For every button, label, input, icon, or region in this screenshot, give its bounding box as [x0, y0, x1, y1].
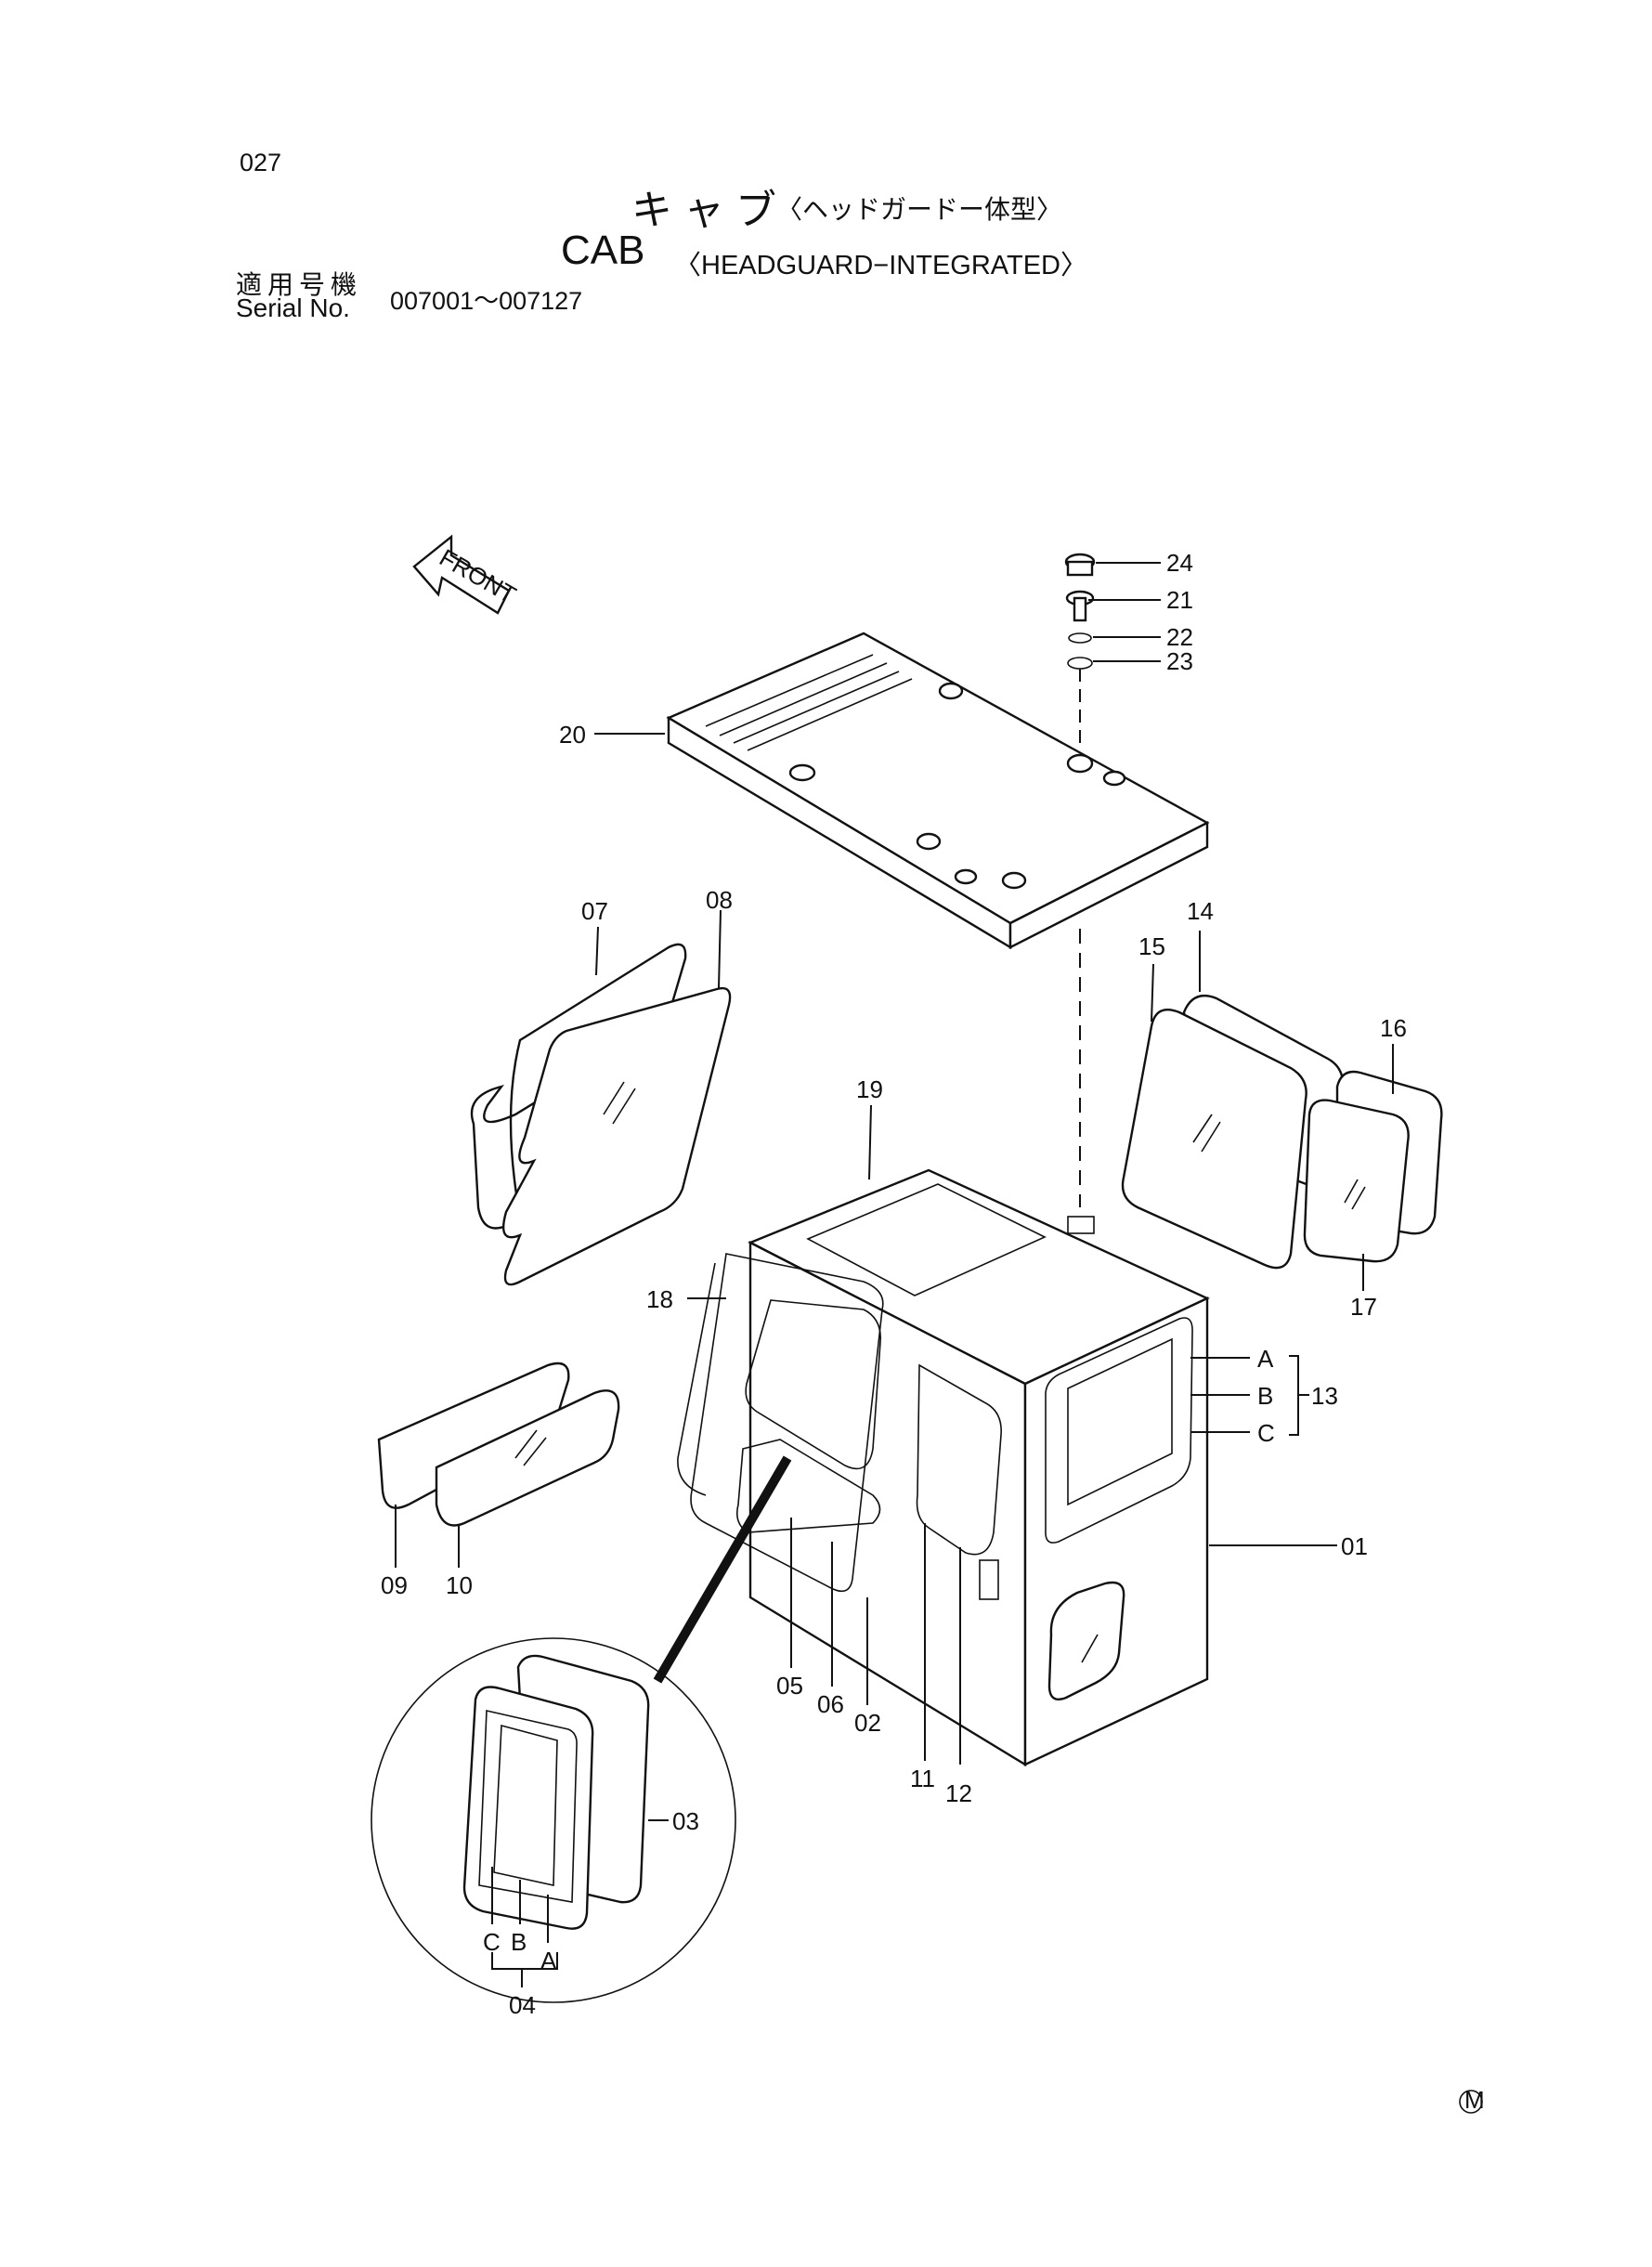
callout-03: 03	[672, 1807, 699, 1835]
serial-label-en: Serial No.	[236, 293, 350, 322]
cab-body	[677, 1168, 1210, 1767]
svg-text:M: M	[1464, 2086, 1485, 2114]
serial-label-jp: 適用号機	[236, 270, 363, 299]
callout-16: 16	[1380, 1014, 1407, 1042]
callout-15: 15	[1138, 932, 1165, 960]
title-jp-sub: 〈ヘッドガードー体型〉	[776, 195, 1063, 224]
callout-detail-B: B	[511, 1928, 527, 1956]
title-en-main: CAB	[561, 228, 645, 273]
front-arrow: FRONT	[412, 534, 521, 615]
callout-09: 09	[381, 1571, 408, 1599]
roof-panel	[666, 632, 1210, 1207]
callout-01: 01	[1341, 1532, 1368, 1560]
callout-18: 18	[646, 1285, 673, 1313]
callout-23: 23	[1166, 647, 1193, 675]
small-window-16-17	[1303, 1070, 1443, 1263]
title-jp-main: キャブ	[631, 188, 787, 233]
callout-14: 14	[1187, 897, 1214, 925]
callout-17: 17	[1350, 1293, 1377, 1321]
side-window-07-08	[470, 943, 732, 1286]
leader-lines	[395, 562, 1394, 1987]
callout-20: 20	[559, 721, 586, 749]
callout-06: 06	[817, 1690, 844, 1718]
title-en-sub: 〈HEADGUARD−INTEGRATED〉	[674, 251, 1087, 280]
callout-02: 02	[854, 1709, 881, 1737]
callout-B: B	[1257, 1382, 1273, 1410]
callout-13: 13	[1311, 1382, 1338, 1410]
callout-07: 07	[581, 897, 608, 925]
callout-10: 10	[446, 1571, 473, 1599]
rear-window-14-15	[1121, 994, 1345, 1270]
roof-fasteners	[1064, 553, 1096, 750]
callout-24: 24	[1166, 549, 1193, 577]
callout-11: 11	[910, 1765, 935, 1792]
callout-C: C	[1257, 1419, 1275, 1447]
door-window-detail	[371, 1455, 792, 2003]
callout-A: A	[1257, 1345, 1274, 1373]
front-lower-window-09-10	[377, 1362, 620, 1527]
callout-22: 22	[1166, 623, 1193, 651]
callout-labels: 24 21 22 23 20 07 08 14 15 16 19 17 18 A…	[381, 549, 1407, 2019]
callout-12: 12	[945, 1779, 972, 1807]
callout-08: 08	[706, 886, 733, 914]
callout-04: 04	[509, 1991, 536, 2019]
callout-05: 05	[776, 1672, 803, 1700]
page-number: 027	[240, 149, 282, 176]
callout-19: 19	[856, 1075, 883, 1103]
footer-mark: M	[1459, 2086, 1485, 2114]
serial-range: 007001～007127	[390, 287, 583, 315]
callout-detail-A: A	[540, 1947, 557, 1974]
callout-21: 21	[1166, 586, 1193, 614]
callout-detail-C: C	[483, 1928, 501, 1956]
